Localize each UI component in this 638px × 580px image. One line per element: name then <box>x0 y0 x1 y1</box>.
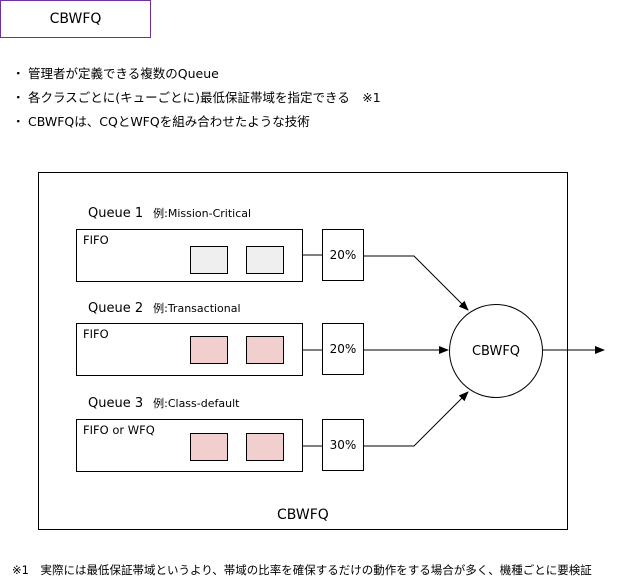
queue-3-example: 例:Class-default <box>153 397 240 410</box>
queue-1-packet <box>246 246 284 274</box>
queue-2-label: Queue 2 例:Transactional <box>88 300 241 316</box>
bullet-text: 各クラスごとに(キューごとに)最低保証帯域を指定できる ※1 <box>28 90 381 105</box>
title-box: CBWFQ <box>0 0 151 38</box>
cbwfq-container <box>38 172 568 530</box>
queue-1-percent: 20% <box>329 248 357 262</box>
queue-3-weight: 30% <box>322 419 364 471</box>
queue-3-box: FIFO or WFQ <box>76 419 303 472</box>
weight-1-to-scheduler-arrow <box>364 255 469 311</box>
queue-1-packet <box>190 246 228 274</box>
queue-3-percent: 30% <box>329 438 357 452</box>
weight-3-to-scheduler-arrow <box>364 391 469 447</box>
queue-2-weight: 20% <box>322 323 364 375</box>
title-text: CBWFQ <box>49 11 102 27</box>
scheduler-label: CBWFQ <box>471 343 521 359</box>
queue-2-type: FIFO <box>83 327 109 341</box>
bullet-marker: ・ <box>12 90 25 105</box>
queue-1-label: Queue 1 例:Mission-Critical <box>88 205 251 221</box>
queue-2-packet <box>246 336 284 364</box>
footnote: ※1 実際には最低保証帯域というより、帯域の比率を確保するだけの動作をする場合が… <box>12 563 592 577</box>
queue-2-percent: 20% <box>329 342 357 356</box>
queue-1-name: Queue 1 <box>88 206 144 221</box>
queue-3-packet <box>246 433 284 461</box>
bullet-marker: ・ <box>12 114 25 129</box>
queue-2-packet <box>190 336 228 364</box>
queue-2-name: Queue 2 <box>88 301 144 316</box>
queue-1-example: 例:Mission-Critical <box>153 207 252 220</box>
queue-1-weight: 20% <box>322 229 364 281</box>
cbwfq-scheduler: CBWFQ <box>449 304 543 398</box>
bullet-text: 管理者が定義できる複数のQueue <box>28 66 219 81</box>
queue-3-type: FIFO or WFQ <box>83 423 155 437</box>
queue-2-example: 例:Transactional <box>153 302 241 315</box>
bullet-text: CBWFQは、CQとWFQを組み合わせたような技術 <box>28 114 310 129</box>
queue-3-label: Queue 3 例:Class-default <box>88 395 239 411</box>
queue-3-packet <box>190 433 228 461</box>
queue-3-name: Queue 3 <box>88 396 144 411</box>
queue-1-type: FIFO <box>83 233 109 247</box>
bullet-marker: ・ <box>12 66 25 81</box>
container-label: CBWFQ <box>277 507 329 523</box>
